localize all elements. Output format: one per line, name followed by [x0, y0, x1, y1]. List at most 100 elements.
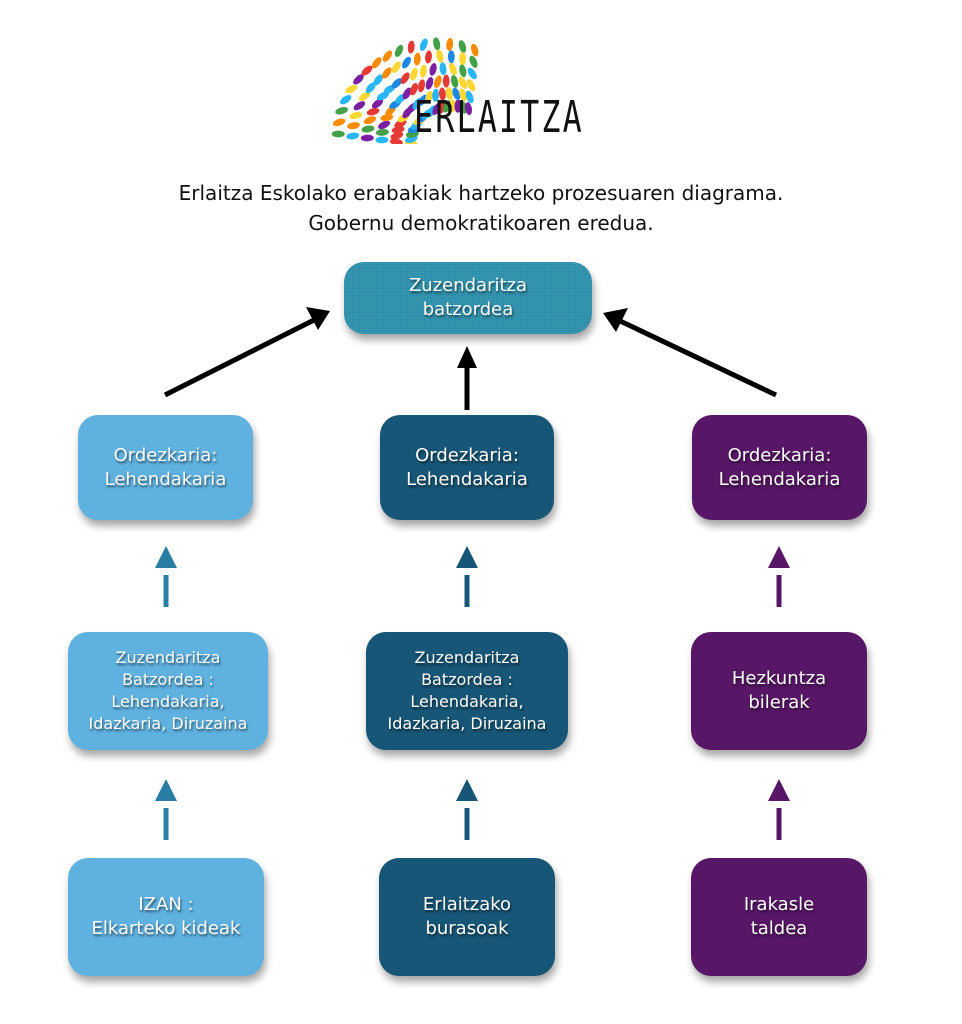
logo-wordmark: ERLAITZA	[414, 92, 584, 143]
logo-leaf	[459, 52, 467, 66]
logo-leaf	[436, 49, 444, 63]
logo-leaf	[446, 37, 454, 51]
diagram-caption: Erlaitza Eskolako erabakiak hartzeko pro…	[0, 178, 962, 238]
logo-leaf	[335, 107, 348, 115]
caption-line-1: Erlaitza Eskolako erabakiak hartzeko pro…	[178, 181, 784, 205]
logo-leaf	[375, 136, 389, 144]
logo-leaf	[438, 87, 446, 101]
logo-leaf	[442, 74, 450, 88]
logo-leaf	[454, 99, 462, 113]
logo-leaf	[429, 63, 437, 76]
logo-leaf	[361, 65, 373, 76]
logo-leaf	[390, 131, 404, 140]
logo-leaf	[443, 100, 451, 113]
logo-leaf	[470, 43, 479, 57]
logo-leaf	[418, 94, 428, 106]
logo-leaf	[452, 87, 461, 101]
logo-leaf	[358, 91, 371, 102]
logo-leaf	[450, 75, 459, 88]
logo-leaf	[413, 52, 421, 66]
logo-leaf	[363, 116, 377, 125]
logo-leaf	[382, 50, 393, 62]
arrow-purple-base-to-committee	[768, 779, 790, 840]
arrow-left-to-top	[163, 307, 330, 398]
arrow-center-to-top	[457, 346, 477, 410]
arrow-right-to-top	[603, 308, 778, 398]
logo-leaf	[347, 122, 360, 130]
logo-leaf	[410, 67, 418, 81]
logo-leaf	[391, 78, 403, 89]
logo-leaf	[465, 90, 474, 104]
logo-leaf	[425, 76, 434, 90]
committee-box-teachers: Hezkuntza bilerak	[691, 632, 867, 750]
logo-leaf	[410, 82, 418, 96]
arrow-dark-base-to-committee	[456, 779, 478, 840]
logo-leaf	[449, 62, 457, 76]
colorful-leaves-arc-icon	[331, 37, 479, 144]
logo-leaf	[380, 114, 394, 122]
logo-leaf	[332, 118, 346, 127]
logo-leaf	[371, 57, 382, 69]
committee-box-izan: Zuzendaritza Batzordea : Lehendakaria, I…	[68, 632, 268, 750]
logo-leaf	[360, 134, 374, 142]
logo-leaf	[433, 37, 441, 51]
logo-leaf	[432, 88, 440, 102]
logo-leaf	[340, 95, 352, 105]
representative-box-izan: Ordezkaria: Lehendakaria	[78, 415, 253, 520]
logo-leaf	[366, 108, 380, 116]
logo-leaf	[459, 64, 467, 78]
logo-leaf	[466, 79, 476, 92]
logo-leaf	[349, 111, 363, 120]
base-box-parents: Erlaitzako burasoak	[379, 858, 555, 976]
logo-leaf	[391, 61, 401, 73]
arrow-light-committee-to-rep	[155, 546, 177, 607]
logo-leaf	[371, 98, 384, 109]
logo-leaf	[378, 120, 391, 130]
logo-leaf	[458, 76, 468, 89]
logo-leaf	[449, 99, 456, 113]
logo-leaf	[402, 87, 412, 100]
logo-leaf	[331, 130, 345, 138]
logo-leaf	[400, 72, 410, 84]
base-box-teachers: Irakasle taldea	[691, 858, 867, 976]
logo-leaf	[345, 84, 358, 94]
logo-leaf	[447, 50, 455, 64]
logo-leaf	[394, 44, 404, 57]
caption-line-2: Gobernu demokratikoaren eredua.	[308, 211, 654, 235]
logo-leaf	[459, 88, 467, 102]
logo-leaf	[459, 100, 467, 114]
logo-leaf	[419, 38, 428, 51]
arrow-dark-committee-to-rep	[456, 546, 478, 607]
logo-leaf	[382, 67, 392, 79]
logo-leaf	[391, 126, 405, 134]
logo-leaf	[417, 79, 426, 93]
erlaitza-logo: ERLAITZA	[328, 24, 582, 144]
logo-leaf	[365, 82, 376, 94]
logo-leaf	[469, 55, 478, 68]
logo-leaf	[376, 91, 389, 101]
logo-leaf	[346, 132, 360, 140]
logo-leaf	[425, 91, 433, 104]
logo-leaf	[439, 62, 447, 76]
top-box-zuzendaritza-batzordea: Zuzendaritza batzordea	[344, 262, 592, 334]
logo-leaf	[445, 87, 453, 101]
logo-leaf	[419, 64, 427, 78]
logo-leaf	[353, 101, 366, 111]
logo-leaf	[433, 75, 442, 88]
logo-leaf	[373, 74, 383, 86]
logo-leaf	[467, 67, 477, 80]
base-box-izan: IZAN : Elkarteko kideak	[68, 858, 264, 976]
committee-box-parents: Zuzendaritza Batzordea : Lehendakaria, I…	[366, 632, 568, 750]
logo-leaf	[402, 56, 411, 69]
logo-leaf	[464, 102, 473, 116]
logo-leaf	[361, 125, 375, 133]
logo-leaf	[353, 74, 364, 85]
logo-leaf	[375, 128, 389, 136]
logo-leaf	[407, 40, 415, 54]
logo-leaf	[389, 138, 403, 144]
logo-leaf	[458, 40, 467, 53]
logo-leaf	[425, 50, 432, 64]
representative-box-parents: Ordezkaria: Lehendakaria	[380, 415, 554, 520]
arrow-purple-committee-to-rep	[768, 546, 790, 607]
